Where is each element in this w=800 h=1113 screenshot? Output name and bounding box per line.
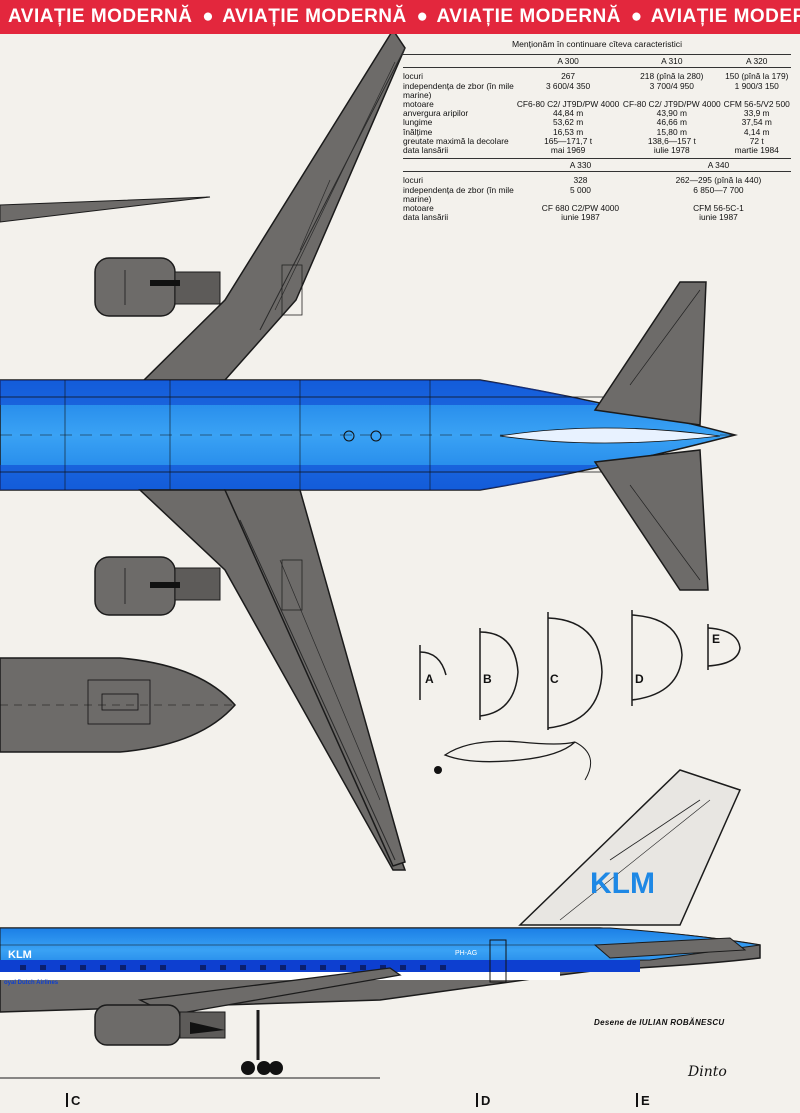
- page-section-d: D: [476, 1093, 490, 1108]
- col-header: A 340: [645, 158, 791, 173]
- upper-wing: [138, 34, 406, 385]
- page-section-c: C: [66, 1093, 80, 1108]
- col-header: A 310: [621, 54, 723, 69]
- horizontal-stabilizer-top: [593, 281, 707, 426]
- section-label-d: D: [635, 672, 644, 686]
- page-banner: AVIAȚIE MODERNĂ ● AVIAȚIE MODERNĂ ● AVIA…: [0, 0, 800, 34]
- side-windows: [20, 965, 446, 970]
- vertical-tail: [518, 769, 742, 926]
- col-header: A 300: [515, 54, 622, 69]
- upper-engine: [94, 257, 221, 317]
- section-label-e: E: [712, 632, 721, 646]
- nose-bottom-view: [0, 657, 236, 753]
- page-section-e: E: [636, 1093, 650, 1108]
- registration: PH-AG: [455, 950, 477, 957]
- section-label-c: C: [550, 672, 559, 686]
- specs-panel: Menționăm în continuare cîteva caracteri…: [403, 39, 791, 222]
- col-header: A 330: [515, 158, 646, 173]
- table-row: independența de zbor (în mile marine)3 6…: [403, 80, 779, 100]
- fuselage-airline-text: oyal Dutch Airlines: [4, 980, 59, 986]
- aircraft-drawing: KLM KLM oyal Dutch Airlines PH-AG: [0, 34, 761, 1079]
- airfoil-sketch: [443, 740, 576, 763]
- col-header: A 320: [722, 54, 791, 69]
- specs-intro: Menționăm în continuare cîteva caracteri…: [511, 39, 683, 49]
- artist-signature: Dinto: [688, 1064, 727, 1080]
- table-row: independența de zbor (în mile marine)5 0…: [403, 184, 744, 204]
- wing-tip-fragment: [0, 196, 211, 223]
- horizontal-stabilizer-bottom: [593, 449, 709, 591]
- lower-engine: [94, 556, 221, 616]
- illustration-credit: Desene de IULIAN ROBĂNESCU: [594, 1018, 725, 1027]
- fuselage-top: [0, 379, 740, 491]
- side-engine: [94, 1004, 226, 1046]
- banner-text: AVIAȚIE MODERNĂ ●: [8, 6, 215, 27]
- cross-sections: [419, 610, 741, 730]
- fuselage-logo: KLM: [8, 949, 32, 961]
- tail-logo: KLM: [590, 867, 655, 900]
- landing-gear: [241, 1010, 283, 1075]
- section-label-a: A: [425, 672, 434, 686]
- section-label-b: B: [483, 672, 492, 686]
- banner-text: AVIAȚIE MODERNĂ ●: [650, 6, 800, 27]
- banner-text: AVIAȚIE MODERNĂ ●: [436, 6, 643, 27]
- banner-text: AVIAȚIE MODERNĂ ●: [222, 6, 429, 27]
